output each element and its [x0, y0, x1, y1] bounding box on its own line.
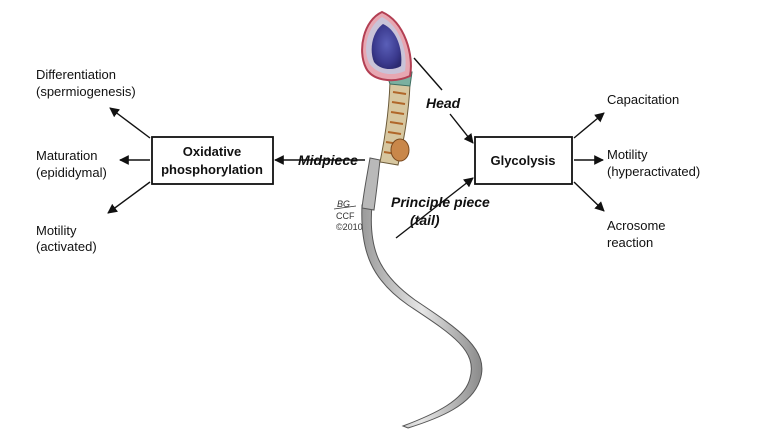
oxidative-phosphorylation-box: Oxidative phosphorylation [151, 136, 274, 185]
principal-piece-shape [361, 157, 381, 211]
left-output-3-line1: Motility [36, 223, 77, 238]
left-output-3-line2: (activated) [36, 239, 97, 254]
left-output-2-line2: (epididymal) [36, 165, 107, 180]
principal-piece-label-tail: (tail) [410, 212, 440, 228]
head-arrow [449, 113, 474, 144]
signature-org: CCF [336, 211, 355, 221]
signature-initials: BG [337, 199, 350, 209]
tail-shape [361, 204, 483, 429]
arrow-to-differentiation [109, 107, 151, 139]
arrow-to-capacitation [573, 112, 605, 139]
sperm-illustration [361, 10, 483, 429]
oxidative-line1: Oxidative [183, 144, 242, 159]
illustrator-signature: BG CCF ©2010 [333, 199, 363, 232]
tail-arrow [395, 177, 474, 239]
signature-year: ©2010 [336, 222, 363, 232]
left-output-2-line1: Maturation [36, 148, 97, 163]
glycolysis-label: Glycolysis [490, 153, 555, 168]
oxidative-line2: phosphorylation [161, 162, 263, 177]
head-arrow-upper [413, 57, 443, 91]
head-label: Head [426, 95, 461, 111]
right-output-3-line1: Acrosome [607, 218, 666, 233]
cytoplasmic-droplet [390, 138, 410, 162]
right-output-2-line2: (hyperactivated) [607, 164, 700, 179]
right-output-3-line2: reaction [607, 235, 653, 250]
glycolysis-box: Glycolysis [474, 136, 573, 185]
left-output-1-line2: (spermiogenesis) [36, 84, 136, 99]
principal-piece-label: Principle piece [391, 194, 490, 210]
arrow-to-motility-activated [107, 181, 151, 214]
arrow-to-acrosome-reaction [573, 181, 605, 212]
right-output-1-line1: Capacitation [607, 92, 679, 107]
right-output-2-line1: Motility [607, 147, 648, 162]
head-nucleus [371, 24, 402, 70]
left-output-1-line1: Differentiation [36, 67, 116, 82]
